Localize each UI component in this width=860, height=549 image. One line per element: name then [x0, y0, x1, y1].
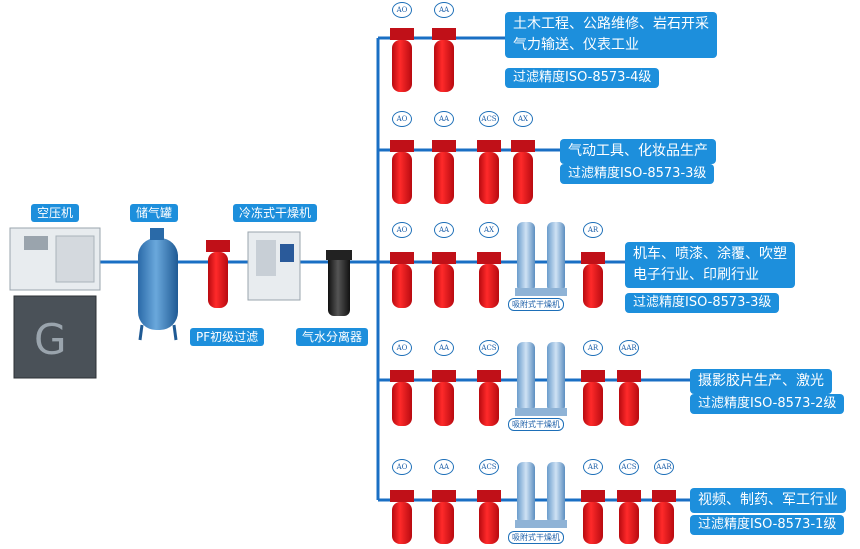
row1-desc-line1: 土木工程、公路维修、岩石开采 — [513, 16, 709, 32]
pf-label: PF初级过滤 — [190, 328, 265, 346]
filter-tag: AO — [392, 340, 412, 356]
filter-tag: AX — [479, 222, 499, 238]
row2-precision: 过滤精度ISO-8573-3级 — [560, 164, 715, 184]
filter-tag: AA — [434, 340, 454, 356]
row4-precision: 过滤精度ISO-8573-2级 — [690, 394, 845, 414]
tank-label: 储气罐 — [130, 204, 179, 222]
filter-tag: AR — [583, 340, 603, 356]
separator-label: 气水分离器 — [296, 328, 369, 346]
filter-tag: AA — [434, 111, 454, 127]
pf-filter-icon — [206, 240, 230, 308]
row3-desc: 机车、喷漆、涂覆、吹塑 电子行业、印刷行业 — [625, 242, 795, 288]
row3-desc-line1: 机车、喷漆、涂覆、吹塑 — [633, 246, 787, 262]
dryer-label: 冷冻式干燥机 — [233, 204, 318, 222]
row-filters — [390, 28, 676, 544]
svg-text:G: G — [34, 315, 67, 364]
row1-desc-line2: 气力输送、仪表工业 — [513, 37, 639, 53]
filter-tag: AO — [392, 111, 412, 127]
row1-desc: 土木工程、公路维修、岩石开采 气力输送、仪表工业 — [505, 12, 717, 58]
filter-tag: AA — [434, 2, 454, 18]
filter-tag: AR — [583, 459, 603, 475]
refrigerated-dryer-icon — [247, 231, 301, 301]
filter-tag: ACS — [479, 111, 499, 127]
air-compressor-icon: G — [9, 227, 101, 379]
row2-desc: 气动工具、化妆品生产 — [560, 139, 716, 164]
filter-tag: AA — [434, 459, 454, 475]
adsorption-dryer-label: 吸附式干燥机 — [508, 531, 564, 544]
filter-tag: ACS — [479, 340, 499, 356]
row3-desc-line2: 电子行业、印刷行业 — [633, 267, 759, 283]
row4-desc: 摄影胶片生产、激光 — [690, 369, 832, 394]
filter-tag: AAR — [654, 459, 674, 475]
filter-tag: AAR — [619, 340, 639, 356]
filter-tag: ACS — [619, 459, 639, 475]
row5-precision: 过滤精度ISO-8573-1级 — [690, 515, 845, 535]
filter-tag: AR — [583, 222, 603, 238]
air-tank-icon — [138, 228, 178, 341]
filter-tag: AX — [513, 111, 533, 127]
row3-precision: 过滤精度ISO-8573-3级 — [625, 293, 780, 313]
water-separator-icon — [326, 250, 352, 316]
row5-desc: 视频、制药、军工行业 — [690, 488, 846, 513]
row1-precision: 过滤精度ISO-8573-4级 — [505, 68, 660, 88]
filter-tag: AO — [392, 222, 412, 238]
compressor-label: 空压机 — [31, 204, 80, 222]
adsorption-dryers — [515, 222, 567, 528]
filter-tag: AO — [392, 2, 412, 18]
filter-tag: AA — [434, 222, 454, 238]
filter-tag: ACS — [479, 459, 499, 475]
adsorption-dryer-label: 吸附式干燥机 — [508, 418, 564, 431]
adsorption-dryer-label: 吸附式干燥机 — [508, 298, 564, 311]
filter-tag: AO — [392, 459, 412, 475]
